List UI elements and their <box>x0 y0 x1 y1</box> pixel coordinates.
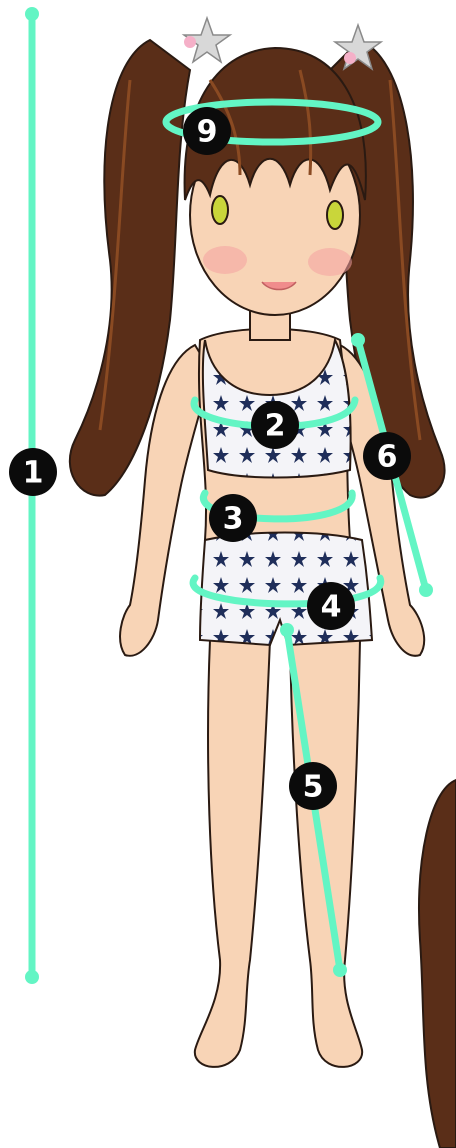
badge-arm: 6 <box>363 432 411 480</box>
badge-hips: 4 <box>307 582 355 630</box>
badge-label: 6 <box>377 440 398 475</box>
head <box>185 48 366 315</box>
badge-label: 5 <box>303 770 324 805</box>
badge-label: 1 <box>23 456 44 491</box>
badge-chest: 2 <box>251 401 299 449</box>
badge-head: 9 <box>183 107 231 155</box>
badge-label: 4 <box>321 590 342 625</box>
badge-label: 9 <box>197 115 218 150</box>
partial-figure <box>419 780 456 1148</box>
legs <box>195 640 362 1067</box>
badge-height: 1 <box>9 448 57 496</box>
badge-label: 2 <box>265 409 286 444</box>
badge-label: 3 <box>223 502 244 537</box>
badge-inseam: 5 <box>289 762 337 810</box>
badge-waist: 3 <box>209 494 257 542</box>
